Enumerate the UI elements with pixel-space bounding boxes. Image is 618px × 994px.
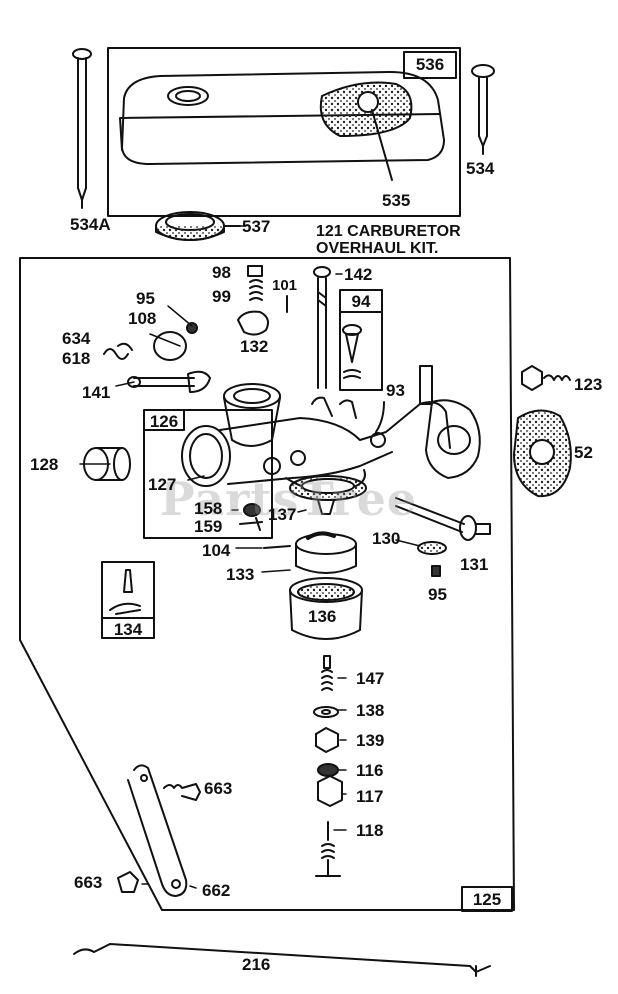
label-117: 117 bbox=[356, 787, 384, 806]
box-label-134: 134 bbox=[113, 620, 143, 639]
kit-note-line2: OVERHAUL KIT. bbox=[316, 240, 439, 257]
label-99: 99 bbox=[212, 287, 231, 306]
label-138: 138 bbox=[356, 701, 385, 720]
label-93: 93 bbox=[386, 381, 405, 400]
box-536-frame bbox=[403, 51, 457, 79]
box-134-frame bbox=[101, 561, 155, 639]
carburetor-group-outline bbox=[19, 257, 515, 911]
label-147: 147 bbox=[356, 669, 385, 688]
label-534a: 534A bbox=[70, 215, 111, 234]
tube-142 bbox=[313, 266, 331, 389]
label-127: 127 bbox=[148, 475, 177, 494]
needle-94 bbox=[342, 324, 362, 379]
label-123: 123 bbox=[574, 375, 603, 394]
label-116: 116 bbox=[356, 761, 384, 780]
washer-116 bbox=[317, 763, 339, 777]
box-label-536: 536 bbox=[415, 55, 445, 74]
air-cleaner-housing bbox=[121, 71, 445, 165]
label-216: 216 bbox=[242, 955, 271, 974]
spring-159 bbox=[239, 517, 263, 531]
label-104: 104 bbox=[202, 541, 231, 560]
intake-flange bbox=[425, 399, 481, 479]
label-128: 128 bbox=[30, 455, 59, 474]
label-618: 618 bbox=[62, 349, 91, 368]
air-cleaner-group-box bbox=[107, 47, 461, 217]
label-136: 136 bbox=[308, 607, 337, 626]
nut-117 bbox=[317, 775, 343, 807]
label-663-right: 663 bbox=[204, 779, 233, 798]
label-663-left: 663 bbox=[74, 873, 103, 892]
spring-634 bbox=[117, 342, 133, 351]
pin-104 bbox=[263, 545, 291, 549]
box-label-126: 126 bbox=[149, 412, 179, 431]
watermark: PartsTree bbox=[160, 472, 418, 526]
label-139: 139 bbox=[356, 731, 385, 750]
screw-98 bbox=[247, 265, 263, 301]
needle-118 bbox=[315, 821, 341, 877]
box-label-125: 125 bbox=[472, 890, 502, 909]
label-159: 159 bbox=[194, 517, 223, 536]
label-131: 131 bbox=[460, 555, 489, 574]
label-95-top: 95 bbox=[136, 289, 155, 308]
label-537: 537 bbox=[242, 217, 271, 236]
washer-138 bbox=[313, 706, 339, 718]
needle-147 bbox=[321, 655, 333, 691]
label-52: 52 bbox=[574, 443, 593, 462]
box-label-94: 94 bbox=[351, 292, 371, 311]
label-158: 158 bbox=[194, 499, 223, 518]
label-98: 98 bbox=[212, 263, 231, 282]
screw-663a bbox=[163, 783, 201, 801]
kit-note-line1: 121 CARBURETOR bbox=[316, 223, 461, 240]
bracket-662 bbox=[127, 764, 188, 897]
screw-663b bbox=[117, 871, 139, 893]
spring-618 bbox=[103, 348, 129, 360]
throttle-plate-130 bbox=[417, 541, 447, 555]
throttle-shaft-131 bbox=[395, 497, 491, 541]
screw-534 bbox=[471, 64, 495, 155]
leader-lines bbox=[79, 225, 421, 889]
governor-link-216 bbox=[73, 943, 491, 973]
label-130: 130 bbox=[372, 529, 401, 548]
label-118: 118 bbox=[356, 821, 384, 840]
label-101: 101 bbox=[272, 277, 298, 294]
gasket-537 bbox=[155, 211, 241, 241]
choke-shaft-141 bbox=[127, 370, 211, 393]
label-662: 662 bbox=[202, 881, 231, 900]
screw-95a bbox=[186, 322, 198, 334]
screw-123 bbox=[521, 365, 571, 391]
label-534: 534 bbox=[466, 159, 495, 178]
cable-93 bbox=[375, 401, 385, 433]
label-108: 108 bbox=[128, 309, 157, 328]
box-94-frame bbox=[339, 289, 383, 391]
screw-534a bbox=[72, 48, 92, 209]
float-needle-134 bbox=[109, 569, 141, 615]
label-634: 634 bbox=[62, 329, 91, 348]
label-141: 141 bbox=[82, 383, 111, 402]
label-133: 133 bbox=[226, 565, 255, 584]
seal-158 bbox=[243, 503, 261, 517]
choke-plate-108 bbox=[153, 331, 187, 361]
float-133 bbox=[295, 531, 357, 574]
label-132: 132 bbox=[240, 337, 269, 356]
label-142: 142 bbox=[344, 265, 373, 284]
lever-132 bbox=[237, 310, 269, 336]
label-95-bottom: 95 bbox=[428, 585, 447, 604]
box-125-frame bbox=[461, 886, 513, 912]
label-137: 137 bbox=[268, 505, 297, 524]
screw-95b bbox=[431, 565, 441, 577]
nut-139 bbox=[315, 727, 339, 753]
float-bowl-136 bbox=[289, 577, 363, 640]
label-535: 535 bbox=[382, 191, 411, 210]
